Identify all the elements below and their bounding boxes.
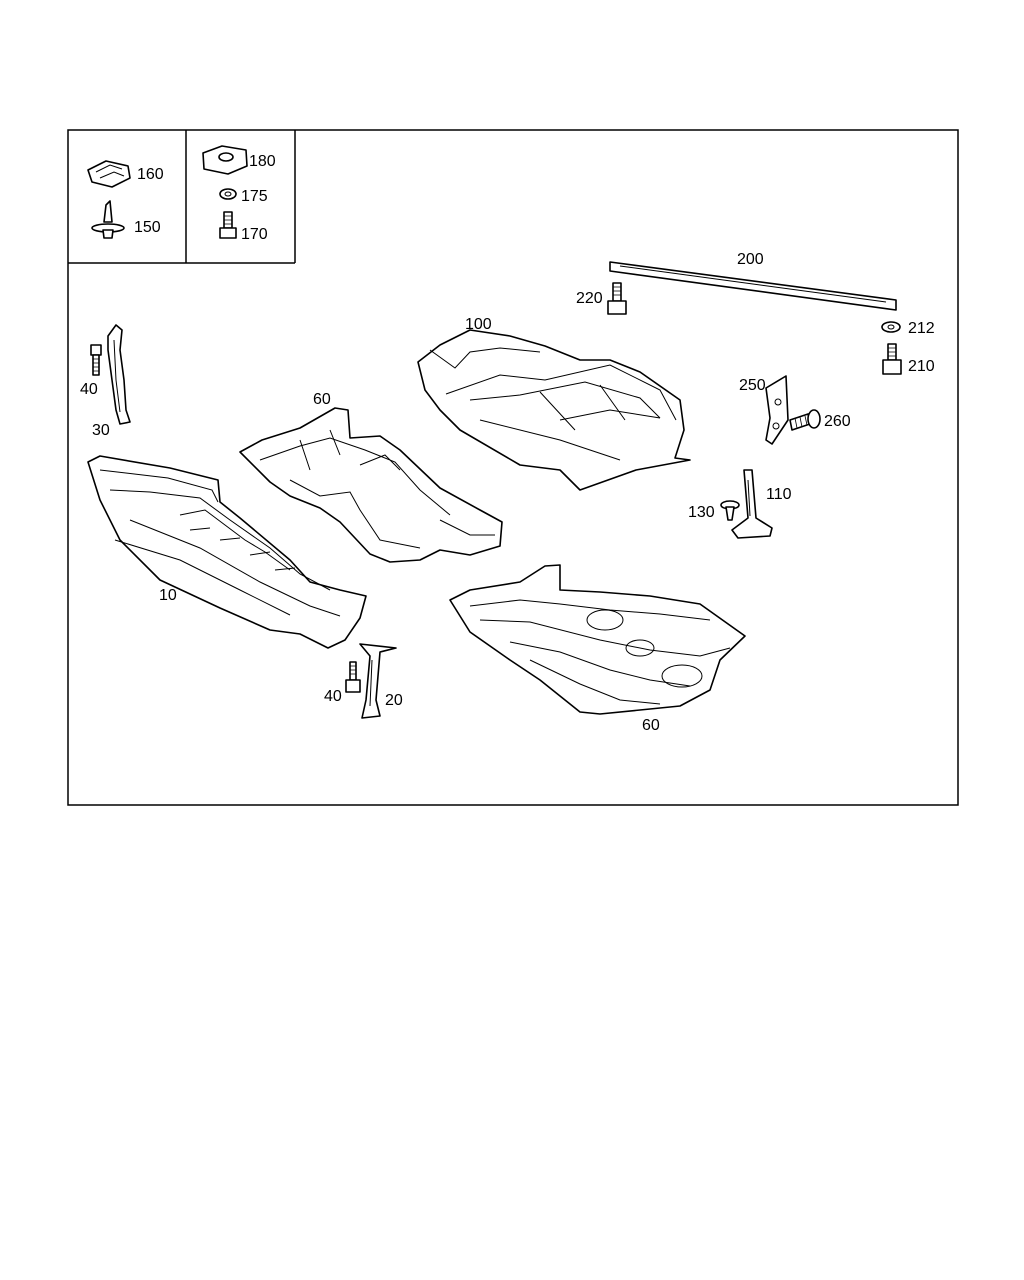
label-10: 10 (159, 587, 177, 604)
push-rivet-130-icon (720, 500, 740, 521)
clip-nut-icon (87, 160, 131, 188)
small-parts-inset (68, 130, 296, 264)
cage-nut-icon (202, 145, 248, 175)
label-100: 100 (465, 316, 492, 333)
label-110: 110 (766, 486, 792, 503)
bracket-110-icon (731, 469, 773, 539)
label-212: 212 (908, 320, 935, 337)
label-150: 150 (134, 219, 161, 236)
screw-260-icon (789, 409, 821, 431)
bolt-40-bottom-icon (345, 661, 361, 693)
label-180: 180 (249, 153, 276, 170)
label-40-bottom: 40 (324, 688, 342, 705)
label-220: 220 (576, 290, 603, 307)
bolt-40-top-icon (90, 344, 102, 376)
push-rivet-icon (91, 200, 125, 239)
bracket-250-icon (765, 375, 789, 445)
bracket-30-icon (107, 324, 131, 425)
underbody-panel-100 (417, 329, 691, 491)
bolt-210-icon (882, 343, 902, 375)
label-60-bottom: 60 (642, 717, 660, 734)
label-200: 200 (737, 251, 764, 268)
label-30: 30 (92, 422, 110, 439)
underbody-panel-60-top (239, 407, 503, 563)
label-20: 20 (385, 692, 403, 709)
bolt-icon (219, 211, 237, 239)
label-250: 250 (739, 377, 766, 394)
washer-212-icon (881, 321, 901, 333)
label-170: 170 (241, 226, 268, 243)
label-130: 130 (688, 504, 715, 521)
label-60-top: 60 (313, 391, 331, 408)
label-260: 260 (824, 413, 851, 430)
underbody-panel-60-bottom (449, 564, 746, 715)
bracket-20-icon (359, 643, 397, 719)
diagram-frame (67, 129, 959, 806)
washer-icon (219, 188, 237, 200)
underbody-panel-10 (87, 455, 367, 649)
label-160: 160 (137, 166, 164, 183)
bolt-220-icon (607, 282, 627, 315)
strut-bar-icon (609, 261, 897, 311)
label-210: 210 (908, 358, 935, 375)
label-175: 175 (241, 188, 268, 205)
label-40-top: 40 (80, 381, 98, 398)
